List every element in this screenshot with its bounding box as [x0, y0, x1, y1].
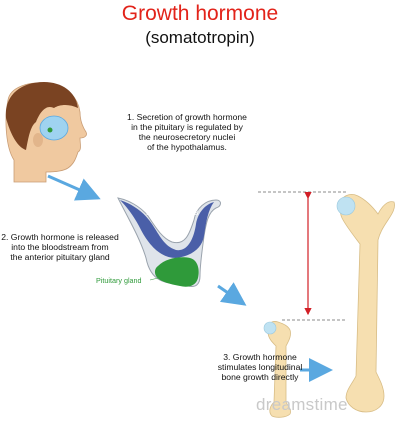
long-bone-icon — [336, 194, 395, 413]
hypothalamus-pituitary-icon — [117, 197, 221, 287]
step-2-text: 2. Growth hormone is released into the b… — [1, 232, 119, 262]
arrow-head-to-pituitary — [47, 174, 101, 201]
hypothalamus-label: Hypothalamus — [146, 208, 198, 217]
diagram-subtitle: (somatotropin) — [145, 28, 255, 47]
pituitary-label: Pituitary gland — [96, 276, 142, 285]
diagram-title: Growth hormone — [121, 2, 279, 25]
watermark: dreamstime — [256, 395, 348, 414]
arrow-pituitary-to-bone — [217, 282, 247, 306]
head-icon — [5, 82, 87, 183]
short-bone-icon — [263, 321, 291, 418]
step-1-text: 1. Secretion of growth hormone in the pi… — [127, 112, 247, 152]
step-3-text: 3. Growth hormone stimulates longitudina… — [217, 352, 303, 382]
